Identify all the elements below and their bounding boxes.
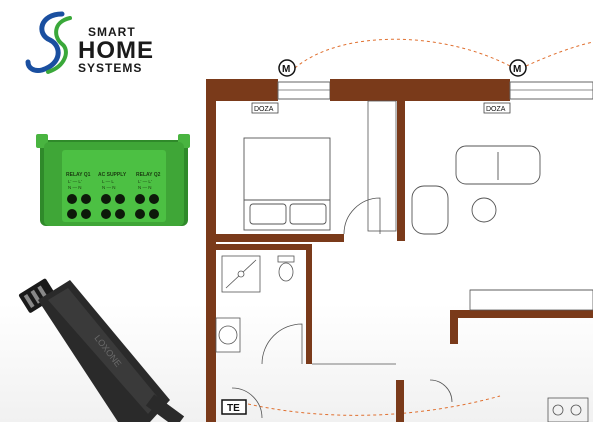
cable-tail <box>145 394 185 422</box>
relay-q2-pins-n: N — N <box>138 185 152 190</box>
ac-pins-n: N — N <box>102 185 116 190</box>
terminal-hole <box>101 194 111 204</box>
cable-highlight <box>48 288 160 414</box>
wire-top-right <box>525 41 593 67</box>
smart-home-logo: SMART HOME SYSTEMS <box>25 11 154 75</box>
motor-circle <box>509 59 527 77</box>
toilet-bowl <box>278 262 294 282</box>
doza-left-label: DOZA <box>254 106 274 113</box>
living-furniture <box>411 145 541 235</box>
bed-pillow-right <box>289 203 327 225</box>
relay-q1-pins-n: N — N <box>68 185 82 190</box>
wall-kitchen <box>450 310 593 318</box>
motor-circle <box>278 59 296 77</box>
terminal-hole <box>67 194 77 204</box>
motor-label: M <box>282 64 290 75</box>
relay-q2-label: RELAY Q2 <box>136 172 161 178</box>
terminal-hole <box>81 209 91 219</box>
ac-pins: L — L <box>102 179 114 184</box>
hob <box>547 397 589 422</box>
wall-kitchen-stub <box>450 310 458 344</box>
logo-home: HOME <box>78 37 154 64</box>
doza-right-label: DOZA <box>486 106 506 113</box>
door-swing-entry <box>231 387 263 419</box>
wall-top-middle <box>330 79 510 101</box>
wall-partition-vertical <box>397 101 405 241</box>
relay-q1-pins: L' — L' <box>68 179 82 184</box>
door-swing-bedroom <box>343 197 381 235</box>
relay-q2-pins: L' — L' <box>138 179 152 184</box>
window-left <box>277 81 331 100</box>
ac-supply-label: AC SUPPLY <box>98 172 127 178</box>
toilet-tank <box>277 255 295 263</box>
logo-systems: SYSTEMS <box>78 61 142 75</box>
hob-burner <box>570 404 582 416</box>
wall-bath-right <box>306 244 312 364</box>
relay-module: RELAY Q1 AC SUPPLY RELAY Q2 L' — L' N — … <box>36 134 190 226</box>
terminal-hole <box>115 209 125 219</box>
coffee-table <box>471 197 497 223</box>
doza-box-right <box>483 102 511 114</box>
wall-top-left <box>206 79 278 101</box>
hob-burner <box>552 404 564 416</box>
cable-pin <box>23 294 35 309</box>
motor-symbol-left: M <box>278 59 296 77</box>
motor-label: M <box>513 64 521 75</box>
closet-outline <box>367 100 397 232</box>
wire-bottom <box>247 395 501 416</box>
bed <box>243 137 331 231</box>
armchair <box>411 185 449 235</box>
motor-symbol-right: M <box>509 59 527 77</box>
relay-q1-label: RELAY Q1 <box>66 172 91 178</box>
terminal-hole <box>101 209 111 219</box>
door-swings <box>231 197 381 419</box>
terminal-hole <box>149 194 159 204</box>
terminal-hole <box>135 209 145 219</box>
shower-drain <box>237 270 245 278</box>
window-right <box>509 81 593 100</box>
te-box <box>221 399 247 415</box>
terminal-hole <box>67 209 77 219</box>
wall-left <box>206 79 216 422</box>
thin-walls <box>312 100 593 365</box>
terminal-hole <box>81 194 91 204</box>
bathroom-fixtures <box>215 255 295 353</box>
te-label: TE <box>227 403 240 414</box>
floor-plan: M M DOZA DOZA <box>206 38 593 422</box>
terminal-hole <box>115 194 125 204</box>
lower-door-swing <box>429 379 453 403</box>
wire-top-left <box>294 38 511 69</box>
logo-smart: SMART <box>88 25 136 39</box>
terminal-hole <box>149 209 159 219</box>
terminal-hole <box>135 194 145 204</box>
door-swing-bath <box>261 323 303 365</box>
kitchen-counter <box>469 289 593 311</box>
doza-box-left <box>251 102 279 114</box>
logo-swoosh-blue <box>25 11 65 73</box>
loxone-cable: LOXONE <box>18 278 185 422</box>
bed-pillow-left <box>249 203 287 225</box>
terminal-holes <box>67 194 159 219</box>
washbasin-bowl <box>218 325 238 345</box>
wall-lower-stub <box>396 380 404 422</box>
wall-bath-divider <box>216 244 306 250</box>
lower-fixtures <box>429 379 589 422</box>
wall-bedroom-bottom <box>216 234 344 242</box>
logo-swoosh-green <box>46 16 72 74</box>
